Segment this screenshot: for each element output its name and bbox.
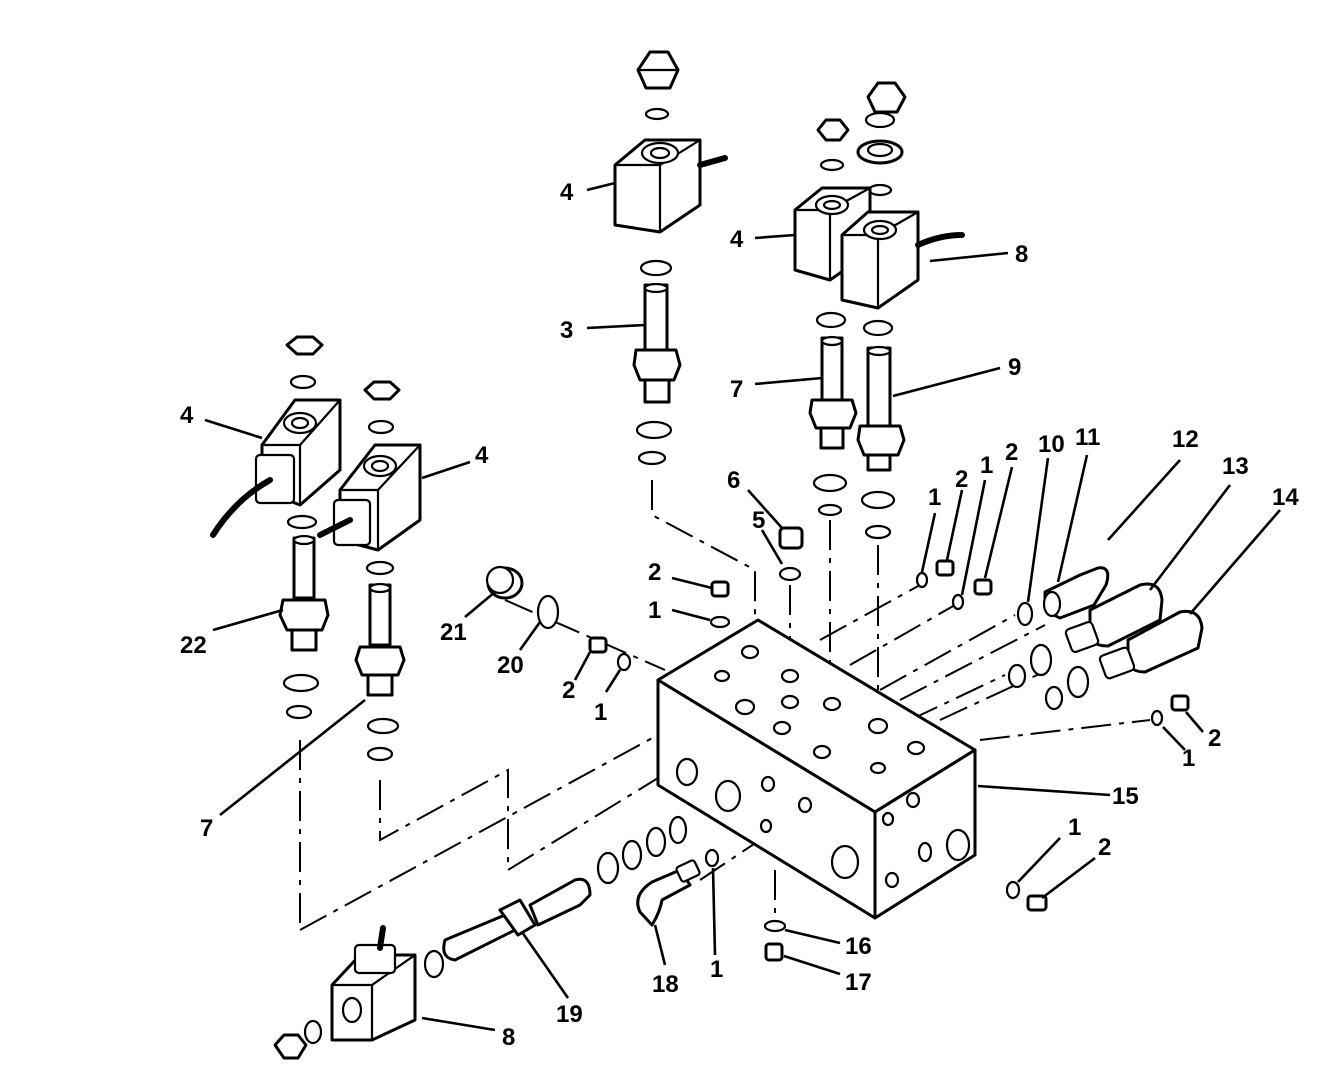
center-lines <box>299 480 1151 931</box>
callout-13: 13 <box>1222 453 1249 480</box>
callout-1: 1 <box>648 597 661 624</box>
callout-2: 2 <box>955 466 968 493</box>
callout-1: 1 <box>1068 814 1081 841</box>
callout-7: 7 <box>200 815 213 842</box>
right-fittings <box>1042 566 1204 680</box>
bottom-solenoid-assembly <box>273 815 688 1060</box>
callout-2: 2 <box>1098 834 1111 861</box>
elbow-fitting-18 <box>636 859 701 927</box>
callout-10: 10 <box>1038 431 1065 458</box>
callout-2: 2 <box>648 559 661 586</box>
callout-5: 5 <box>752 507 765 534</box>
callout-8: 8 <box>1015 241 1028 268</box>
callout-19: 19 <box>556 1001 583 1028</box>
callout-2: 2 <box>562 677 575 704</box>
left-solenoid-stack-a <box>210 335 342 720</box>
callout-17: 17 <box>845 969 872 996</box>
callout-11: 11 <box>1075 424 1100 451</box>
callout-18: 18 <box>652 971 679 998</box>
callout-1: 1 <box>1182 745 1195 772</box>
callout-2: 2 <box>1208 725 1221 752</box>
callout-4: 4 <box>730 226 744 253</box>
callout-9: 9 <box>1008 354 1021 381</box>
callout-4: 4 <box>475 442 489 469</box>
callout-4: 4 <box>180 402 194 429</box>
callout-2: 2 <box>1005 439 1018 466</box>
callout-14: 14 <box>1272 484 1299 511</box>
callout-8: 8 <box>502 1024 515 1051</box>
callout-12: 12 <box>1172 426 1199 453</box>
callout-22: 22 <box>180 632 207 659</box>
callout-labels: 4 3 4 8 7 9 4 4 22 7 6 5 2 1 21 20 2 1 1… <box>180 179 1299 1051</box>
leader-lines <box>204 181 1281 1032</box>
callout-1: 1 <box>710 956 723 983</box>
top-right-solenoid-stack <box>793 81 965 540</box>
top-center-solenoid-stack <box>613 50 728 466</box>
callout-1: 1 <box>928 484 941 511</box>
manifold-block <box>656 618 977 920</box>
left-solenoid-stack-b <box>317 380 422 762</box>
callout-20: 20 <box>497 652 524 679</box>
callout-21: 21 <box>440 619 467 646</box>
callout-4: 4 <box>560 179 574 206</box>
small-parts <box>485 526 1190 962</box>
callout-3: 3 <box>560 317 573 344</box>
callout-1: 1 <box>594 699 607 726</box>
callout-15: 15 <box>1112 783 1139 810</box>
callout-6: 6 <box>727 467 740 494</box>
callout-1: 1 <box>980 452 993 479</box>
callout-7: 7 <box>730 376 743 403</box>
callout-16: 16 <box>845 933 872 960</box>
